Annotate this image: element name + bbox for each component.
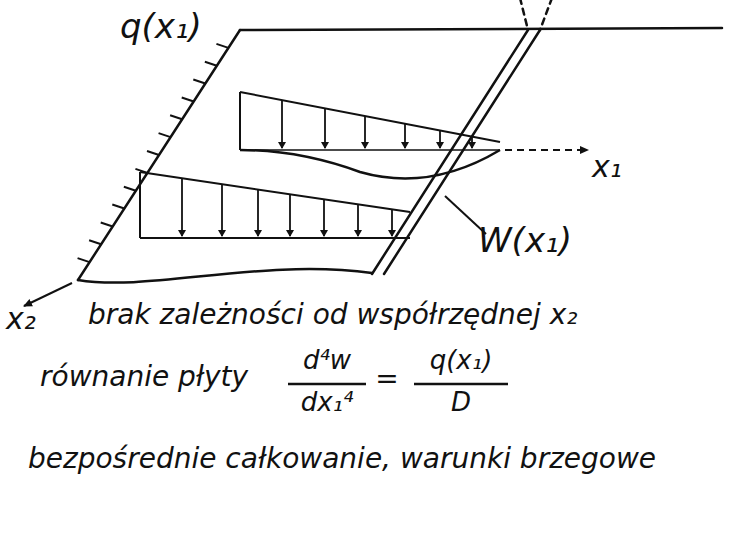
hatch-tick [182, 97, 194, 101]
equation-part: D [451, 388, 471, 417]
load-arrow [364, 116, 366, 148]
support-edge-dashed [520, 0, 528, 30]
note-text: równanie płyty [40, 362, 248, 393]
plate-strip [78, 0, 722, 283]
plate-top-edge [240, 28, 722, 30]
load-diagram [140, 172, 410, 238]
axis-label: x₂ [6, 302, 36, 335]
load-label: q(x₁) [120, 8, 202, 45]
hatch-tick [205, 62, 217, 66]
deflection-label: W(x₁) [478, 222, 572, 259]
load-arrow [257, 189, 259, 236]
load-outline [140, 172, 410, 212]
equation-part: d⁴w [303, 346, 351, 375]
load-arrow [471, 137, 473, 148]
hatch-tick [78, 258, 90, 262]
hatch-tick [159, 133, 171, 137]
load-baseline [140, 237, 410, 239]
load-baseline [240, 149, 500, 151]
load-arrow [221, 184, 223, 236]
clamped-edge [78, 30, 240, 280]
hatch-tick [170, 115, 182, 119]
load-arrow [181, 178, 183, 236]
load-outline [239, 92, 241, 150]
hatch-tick [112, 205, 124, 209]
note-text: brak zależności od współrzędnej x₂ [88, 300, 578, 331]
load-arrow [391, 209, 393, 236]
load-arrow [357, 204, 359, 236]
load-diagram [240, 92, 500, 178]
support-edge-dashed [540, 0, 552, 30]
load-arrow [323, 199, 325, 236]
x1-axis [505, 149, 588, 151]
equation-part: = [375, 364, 398, 395]
plate-bottom-edge [78, 269, 372, 283]
hatch-tick [101, 222, 113, 226]
hatch-tick [193, 80, 205, 84]
hatch-tick [216, 44, 228, 48]
load-arrow [404, 124, 406, 148]
load-arrow [289, 194, 291, 236]
load-outline [139, 172, 141, 238]
load-arrow [439, 130, 441, 148]
fraction-bar [288, 383, 366, 386]
fraction-bar [414, 383, 508, 386]
clamp-hatching [78, 44, 229, 262]
load-arrows [182, 100, 472, 236]
axis-label: x₁ [592, 150, 622, 183]
deflection-curve [240, 150, 500, 178]
equation-part: q(x₁) [430, 346, 493, 375]
equation-part: dx₁⁴ [301, 388, 354, 417]
note-text: bezpośrednie całkowanie, warunki brzegow… [28, 444, 656, 475]
hatch-tick [124, 187, 136, 191]
load-outline [240, 92, 500, 142]
load-arrow [324, 108, 326, 148]
hatch-tick [89, 240, 101, 244]
load-arrow [281, 100, 283, 148]
hatch-tick [147, 151, 159, 155]
